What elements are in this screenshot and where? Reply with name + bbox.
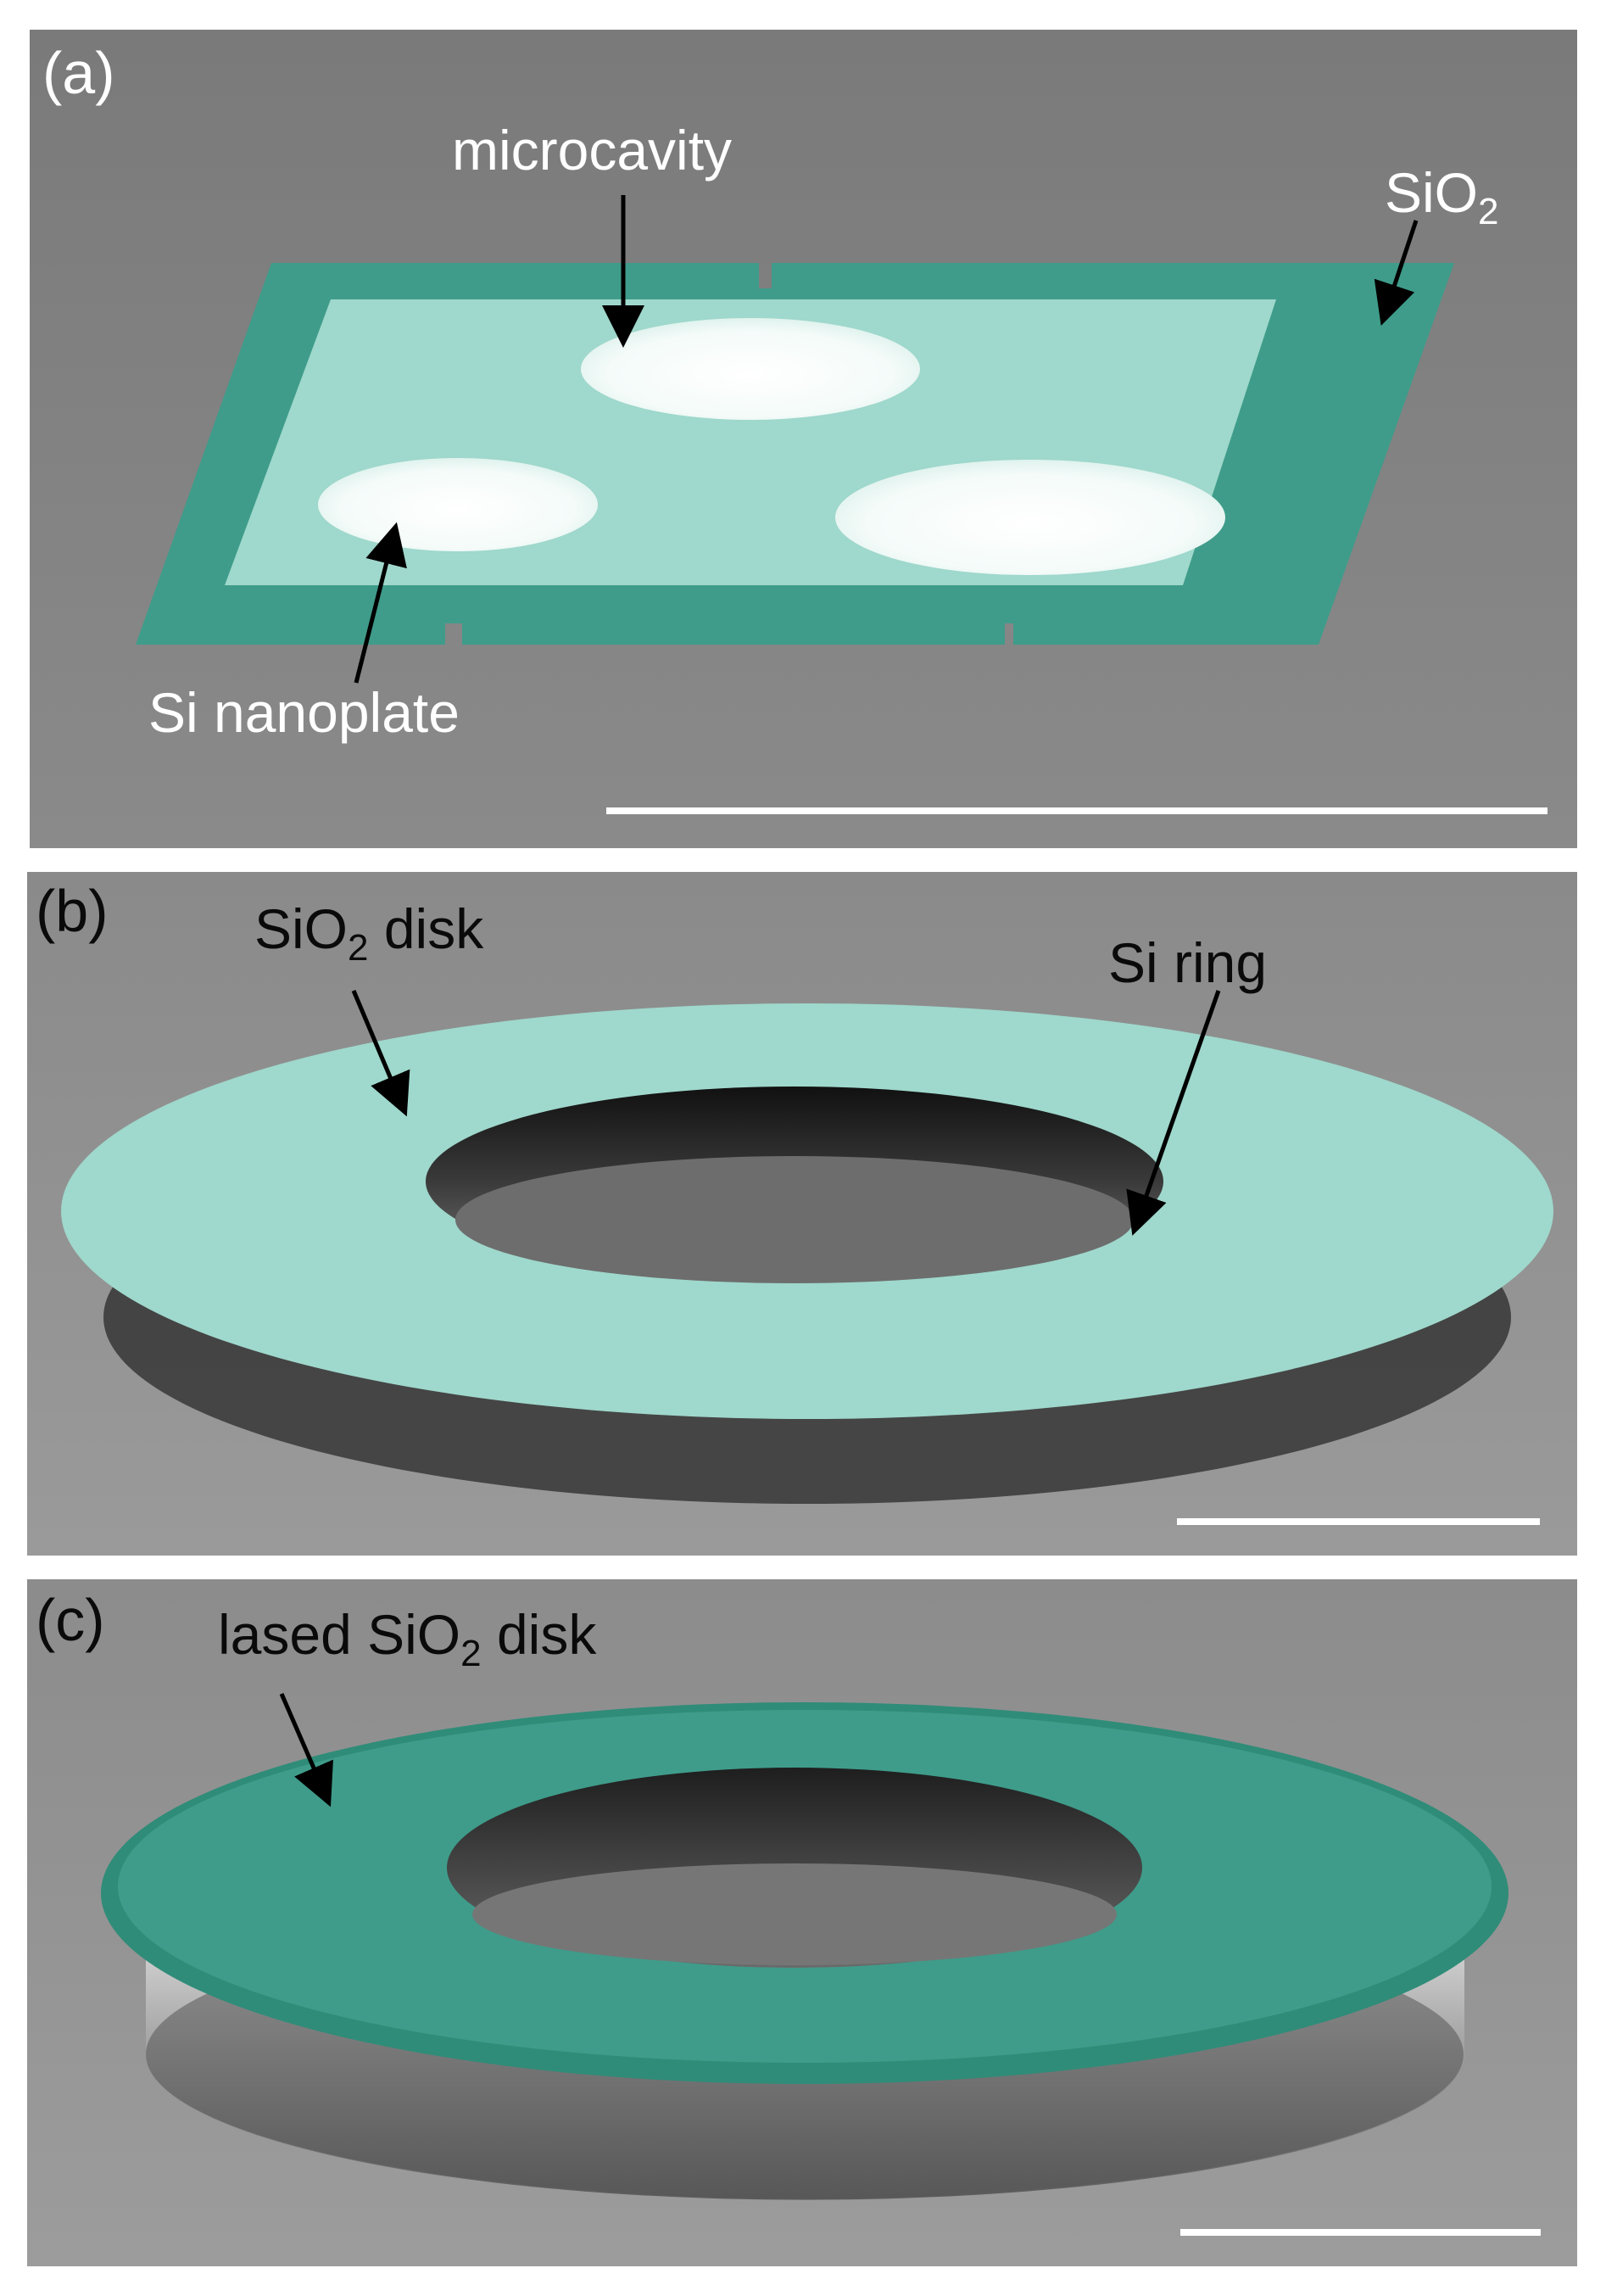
- panel-b: (b) SiO2 disk Si ring: [27, 872, 1577, 1556]
- microcavity-left: [318, 458, 598, 551]
- label-lased-sio2-disk: lased SiO2 disk: [218, 1603, 597, 1674]
- scale-bar: [606, 807, 1547, 814]
- panel-a: (a) microcavity SiO2 Si nanoplate: [30, 30, 1577, 848]
- scale-bar: [1177, 1518, 1540, 1525]
- label-sio2-disk: SiO2 disk: [254, 897, 484, 969]
- label-sio2: SiO2: [1385, 161, 1499, 232]
- label-si-nanoplate: Si nanoplate: [148, 681, 460, 744]
- microcavity-top: [581, 318, 920, 420]
- panel-c-image: (c) lased SiO2 disk: [27, 1579, 1577, 2266]
- panel-b-image: (b) SiO2 disk Si ring: [27, 872, 1577, 1556]
- arrow-sio2-disk: [351, 990, 410, 1117]
- panel-label: (c): [36, 1587, 105, 1653]
- hole-floor: [455, 1156, 1134, 1283]
- label-microcavity: microcavity: [452, 119, 732, 182]
- arrow-si-ring: [1126, 990, 1221, 1236]
- panel-a-image: (a) microcavity SiO2 Si nanoplate: [30, 30, 1577, 848]
- label-si-ring: Si ring: [1108, 931, 1267, 994]
- arrow-lased-disk: [279, 1693, 333, 1807]
- arrow-sio2: [1374, 220, 1419, 326]
- panel-label: (a): [42, 40, 115, 106]
- hole-floor: [472, 1863, 1117, 1965]
- microcavity-right: [835, 460, 1225, 575]
- arrow-nanoplate: [354, 522, 407, 684]
- scale-bar: [1180, 2229, 1541, 2236]
- panel-c: (c) lased SiO2 disk: [27, 1579, 1577, 2266]
- panel-label: (b): [36, 878, 109, 944]
